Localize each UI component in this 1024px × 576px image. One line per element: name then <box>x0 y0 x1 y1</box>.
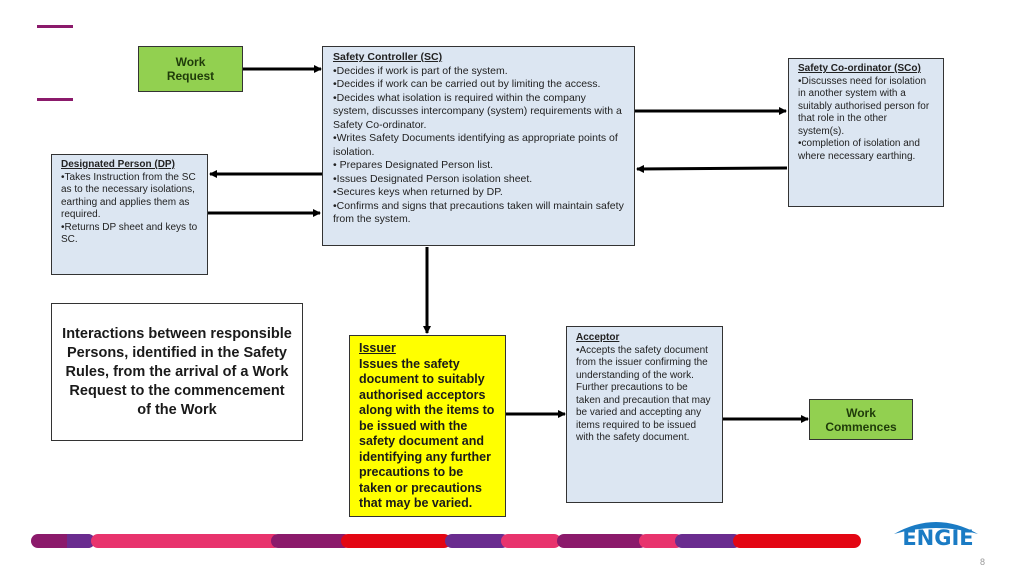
designated-person-box: Designated Person (DP) •Takes Instructio… <box>51 154 208 275</box>
page-number: 8 <box>980 557 986 567</box>
decorative-band <box>31 534 861 548</box>
safety-controller-box: Safety Controller (SC) •Decides if work … <box>322 46 635 246</box>
work-commences-label: Work Commences <box>825 405 897 434</box>
work-request-box: Work Request <box>138 46 243 92</box>
dp-bullet: •Takes Instruction from the SC as to the… <box>61 171 196 221</box>
dp-bullet: •Returns DP sheet and keys to SC. <box>61 221 198 246</box>
work-commences-box: Work Commences <box>809 399 913 440</box>
engie-logo: ENGIE <box>886 514 986 554</box>
issuer-box: Issuer Issues the safety document to sui… <box>349 335 506 517</box>
designated-person-heading: Designated Person (DP) <box>61 159 175 170</box>
sco-bullet: •Discusses need for isolation in another… <box>798 75 930 137</box>
logo-text: ENGIE <box>902 526 974 550</box>
sc-bullet: •Secures keys when returned by DP. <box>333 186 503 198</box>
corner-mark-bottom <box>37 98 73 101</box>
safety-controller-heading: Safety Controller (SC) <box>333 51 443 63</box>
acceptor-box: Acceptor •Accepts the safety document fr… <box>566 326 723 503</box>
sc-bullet: •Confirms and signs that precautions tak… <box>333 199 624 226</box>
logo-arc-icon <box>894 522 978 534</box>
corner-mark-top <box>37 25 73 28</box>
safety-coordinator-box: Safety Co-ordinator (SCo) •Discusses nee… <box>788 58 944 207</box>
diagram-title: Interactions between responsible Persons… <box>62 325 292 418</box>
acceptor-bullet: •Accepts the safety document from the is… <box>576 344 711 444</box>
sc-bullet: •Decides if work can be carried out by l… <box>333 78 601 90</box>
acceptor-heading: Acceptor <box>576 332 620 343</box>
sc-bullet: •Decides what isolation is required with… <box>333 91 622 131</box>
sc-bullet: • Prepares Designated Person list. <box>333 159 494 171</box>
sc-bullet: •Issues Designated Person isolation shee… <box>333 172 533 185</box>
safety-coordinator-heading: Safety Co-ordinator (SCo) <box>798 63 921 74</box>
arrow-sco-to-sc <box>636 164 788 173</box>
sco-bullet: •completion of isolation and where neces… <box>798 138 920 162</box>
sc-bullet: •Writes Safety Documents identifying as … <box>333 132 618 158</box>
work-request-label: Work Request <box>166 55 215 83</box>
issuer-heading: Issuer <box>359 341 396 355</box>
diagram-title-box: Interactions between responsible Persons… <box>51 303 303 441</box>
issuer-text: Issues the safety document to suitably a… <box>359 356 495 511</box>
sc-bullet: •Decides if work is part of the system. <box>333 64 508 77</box>
